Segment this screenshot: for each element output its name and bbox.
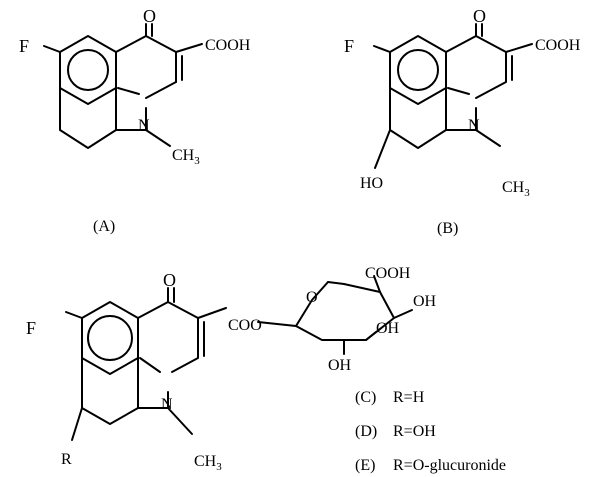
structure-b-bonds: [373, 23, 533, 169]
sugar-hydroxyl-1: OH: [413, 293, 437, 310]
structure-b-nitrogen: N: [468, 117, 480, 134]
legend-e-label: (E): [355, 457, 375, 474]
structure-a-nitrogen: N: [138, 117, 150, 134]
structure-b-methyl: CH3: [502, 179, 530, 199]
structure-c-keto-oxygen: O: [163, 270, 176, 290]
legend-c-value: R=H: [393, 389, 425, 406]
structure-b-keto-oxygen: O: [473, 6, 486, 26]
structure-a-methyl: CH3: [172, 147, 200, 167]
structure-c-nitrogen: N: [161, 396, 173, 413]
structure-c-bonds: [65, 275, 413, 441]
structure-c-fluorine: F: [26, 318, 36, 338]
structure-c: F O COO N CH3 R O COOH OH OH OH: [26, 265, 437, 473]
structure-c-methyl: CH3: [194, 453, 222, 473]
structure-b-hydroxyl: HO: [360, 175, 383, 192]
structure-a: F O COOH N CH3 (A): [19, 6, 251, 235]
substituent-legend: (C) R=H (D) R=OH (E) R=O-glucuronide: [355, 389, 506, 474]
structure-c-r-group: R: [61, 451, 72, 468]
structure-b: F O COOH N CH3 HO (B): [344, 6, 581, 237]
structure-a-caption: (A): [93, 218, 115, 235]
structure-a-keto-oxygen: O: [143, 6, 156, 26]
structure-a-bonds: [43, 23, 203, 149]
legend-d-value: R=OH: [393, 423, 436, 440]
sugar-acid: COOH: [365, 265, 411, 282]
structure-b-acid: COOH: [535, 37, 581, 54]
sugar-ring-oxygen: O: [306, 289, 318, 306]
legend-e-value: R=O-glucuronide: [393, 457, 506, 474]
sugar-hydroxyl-3: OH: [328, 357, 352, 374]
sugar-hydroxyl-2: OH: [376, 320, 400, 337]
structure-b-fluorine: F: [344, 36, 354, 56]
legend-d-label: (D): [355, 423, 377, 440]
legend-c-label: (C): [355, 389, 376, 406]
structure-a-acid: COOH: [205, 37, 251, 54]
structure-b-caption: (B): [437, 220, 458, 237]
structure-c-ester: COO: [228, 317, 262, 334]
structure-a-fluorine: F: [19, 36, 29, 56]
